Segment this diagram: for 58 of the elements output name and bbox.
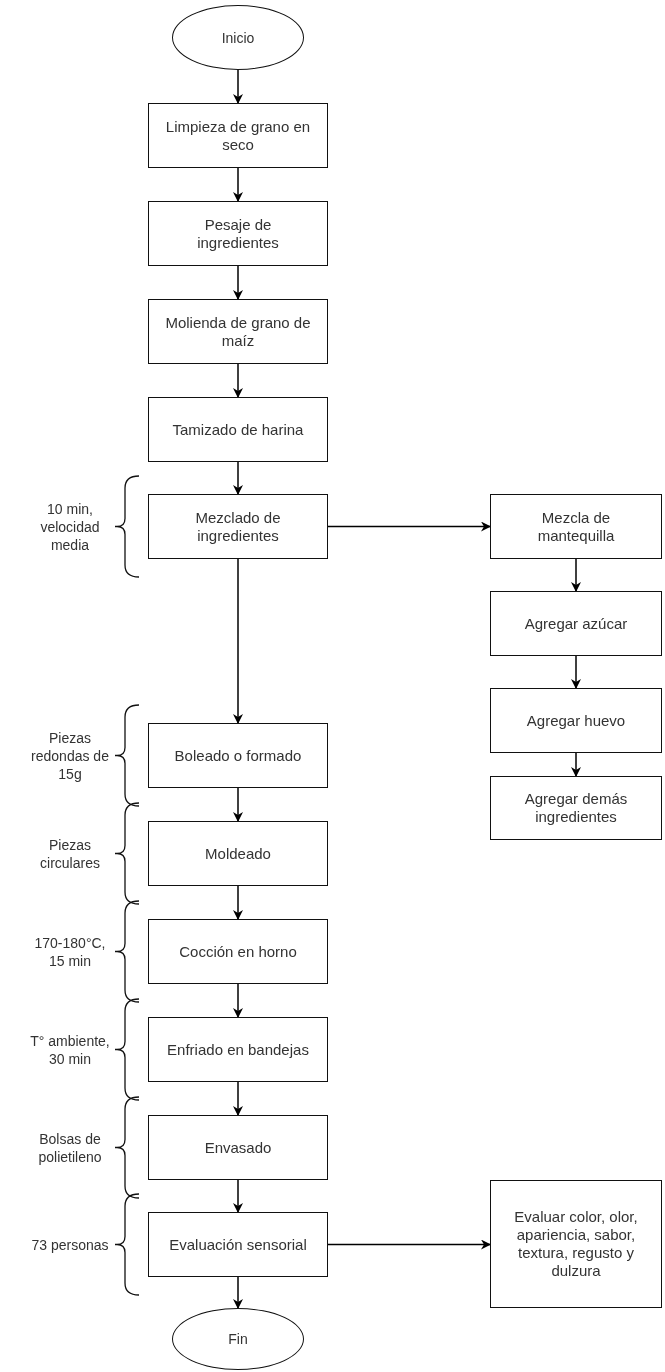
process-box [148, 723, 328, 788]
arrow [571, 655, 581, 689]
arrow [233, 167, 243, 202]
annotation-text: 10 min, velocidad media [39, 499, 101, 554]
process-box [490, 1180, 662, 1308]
arrow [233, 983, 243, 1018]
node-text: Boleado o formado [174, 746, 302, 765]
node-text: Envasado [204, 1138, 272, 1157]
process-box [148, 494, 328, 559]
process-box [490, 776, 662, 840]
process-box [148, 103, 328, 168]
annotation-text: Piezas circulares [39, 835, 101, 872]
node-text: Fin [228, 1330, 248, 1348]
node-text: Moldeado [205, 844, 271, 863]
process-box [148, 919, 328, 984]
node-text: Agregar azúcar [524, 614, 628, 633]
node-text: Tamizado de harina [172, 420, 304, 439]
arrow [571, 558, 581, 592]
process-box [148, 1115, 328, 1180]
arrow [571, 752, 581, 777]
annotation-text: 73 personas [30, 1235, 110, 1254]
arrow [233, 1276, 243, 1309]
annotation-text: T° ambiente, 30 min [30, 1031, 110, 1068]
node-text: Mezcla de mantequilla [536, 508, 616, 545]
node-text: Molienda de grano de maíz [164, 313, 312, 350]
process-box [148, 299, 328, 364]
annotation-text: Piezas redondas de 15g [30, 728, 110, 783]
arrow [327, 521, 491, 532]
process-box [490, 688, 662, 753]
node-text: Inicio [221, 28, 255, 47]
arrow [233, 1179, 243, 1213]
annotation-text: 170-180°C, 15 min [33, 933, 107, 970]
node-text: Cocción en horno [179, 942, 297, 961]
node-text: Pesaje de ingredientes [196, 215, 280, 252]
arrow [233, 461, 243, 495]
node-text: Agregar huevo [526, 711, 626, 730]
process-box [148, 201, 328, 266]
node-text: Evaluación sensorial [169, 1235, 307, 1254]
annotation-text: Bolsas de polietileno [37, 1129, 103, 1166]
arrow [233, 885, 243, 920]
node-text: Limpieza de grano en seco [164, 117, 312, 154]
node-text: Mezclado de ingredientes [194, 508, 282, 545]
process-box [148, 1017, 328, 1082]
process-box [148, 821, 328, 886]
process-box [490, 494, 662, 559]
arrow [233, 69, 243, 104]
node-text: Agregar demás ingredientes [523, 790, 629, 826]
process-box [490, 591, 662, 656]
arrow [233, 363, 243, 398]
arrow [233, 787, 243, 822]
node-text: Evaluar color, olor, apariencia, sabor, textura, regusto y dulzura [513, 1208, 639, 1280]
process-box [148, 397, 328, 462]
arrow [233, 1081, 243, 1116]
arrow [327, 1239, 491, 1250]
arrow [233, 558, 243, 724]
process-box [148, 1212, 328, 1277]
arrow [233, 265, 243, 300]
node-text: Enfriado en bandejas [167, 1040, 309, 1059]
